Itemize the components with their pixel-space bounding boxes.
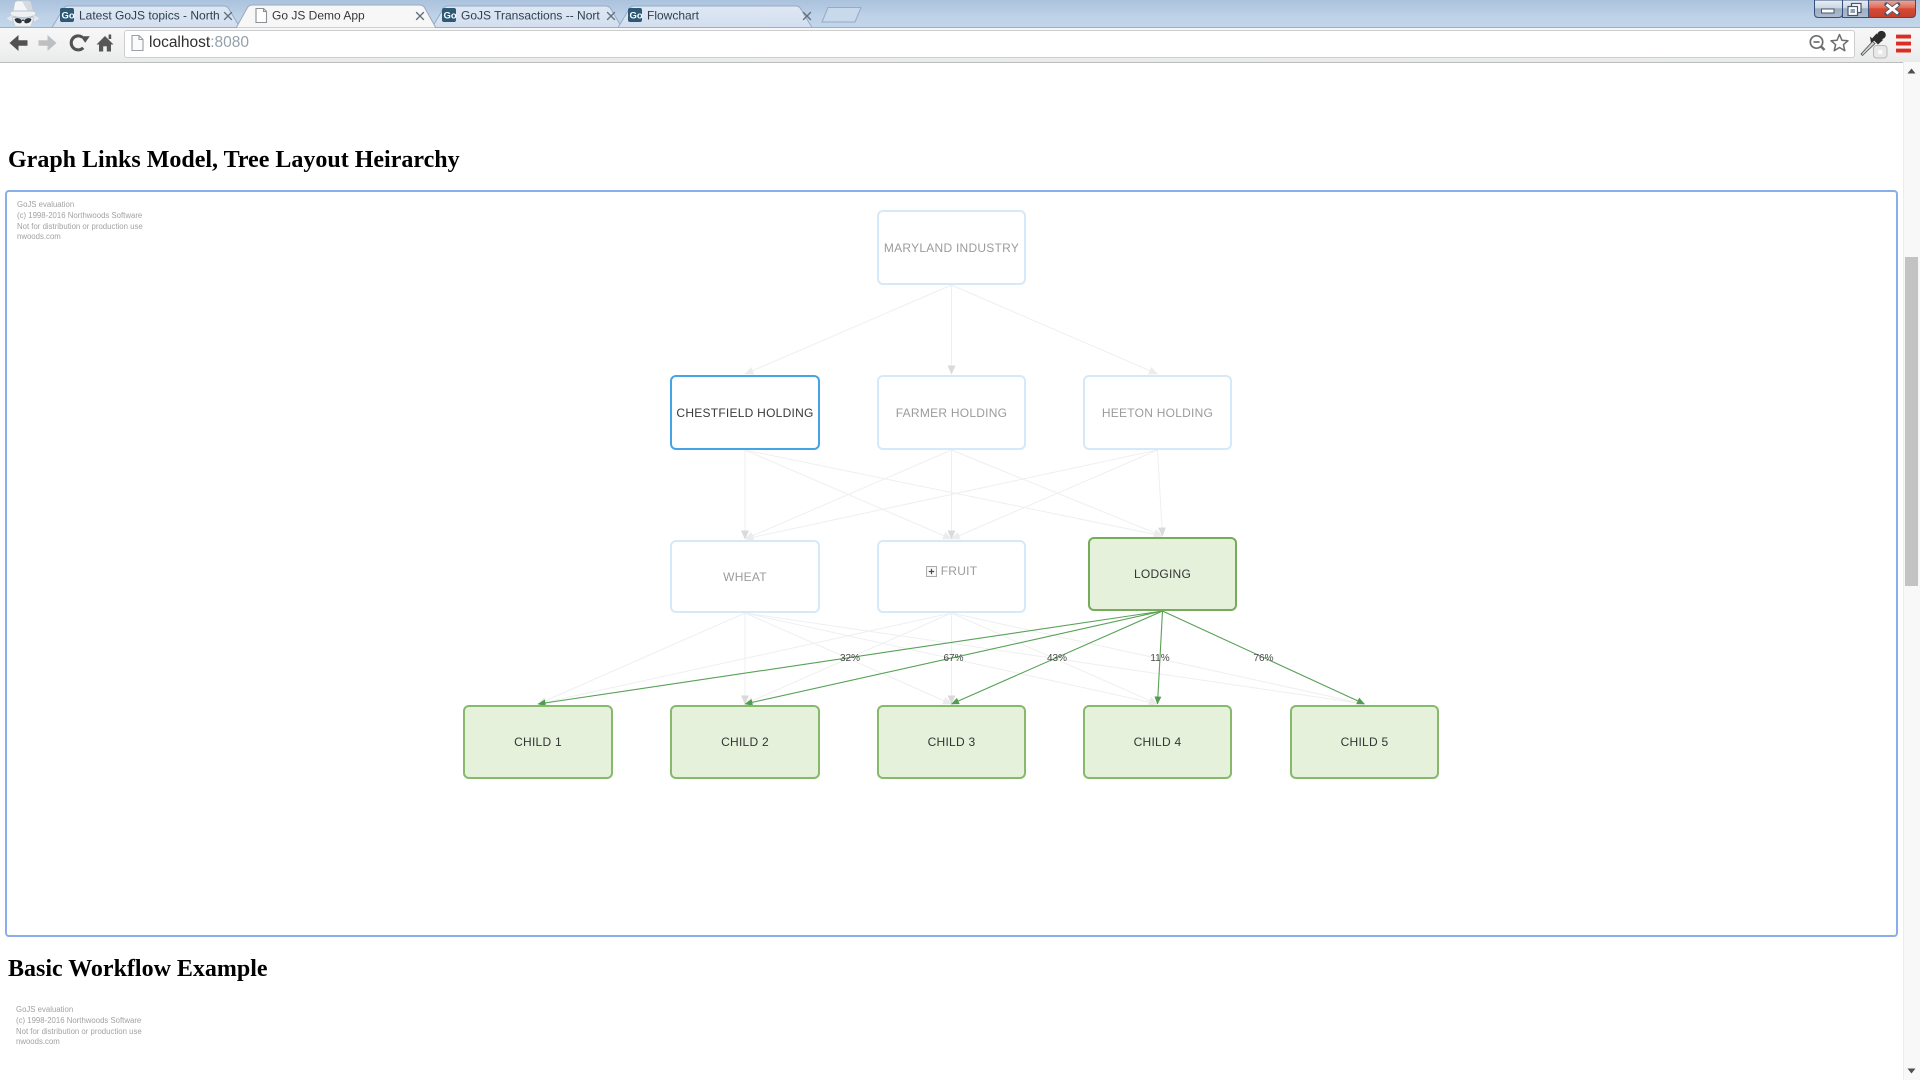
svg-text:Flowchart: Flowchart <box>647 9 700 23</box>
svg-text:GoJS Transactions -- Nort: GoJS Transactions -- Nort <box>461 9 600 23</box>
svg-text:Go: Go <box>630 11 643 22</box>
svg-text:Go JS Demo App: Go JS Demo App <box>272 9 365 23</box>
svg-text:Go: Go <box>444 11 457 22</box>
svg-text:Go: Go <box>62 11 75 22</box>
svg-text:Latest GoJS topics - North: Latest GoJS topics - North <box>79 9 220 23</box>
